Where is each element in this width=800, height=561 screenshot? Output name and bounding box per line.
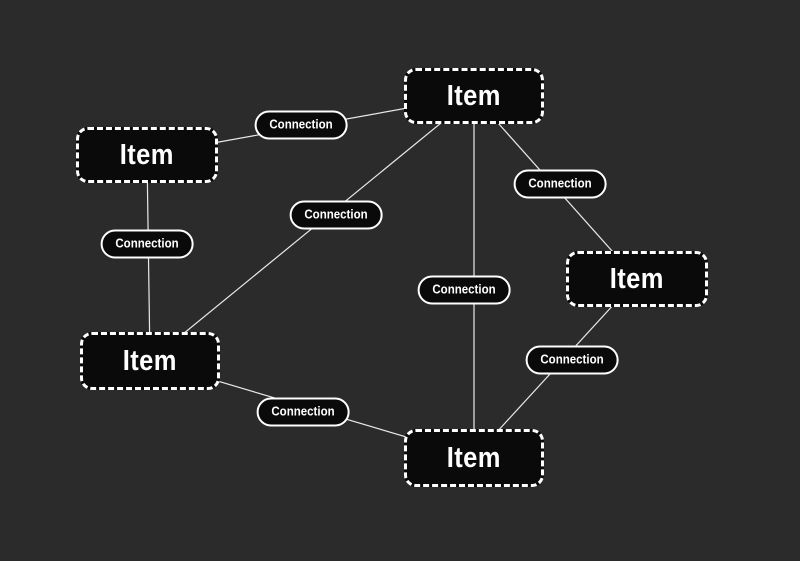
node-label: Item [446, 441, 502, 474]
node-label: Item [119, 138, 175, 171]
edge-label-leftlower-bottom: Connection [256, 397, 350, 427]
edge-label-top-right: Connection [513, 169, 607, 199]
edge-label-text: Connection [115, 236, 179, 251]
edge-label-text: Connection [271, 404, 335, 419]
edge-label-text: Connection [540, 352, 604, 367]
edge-label-top-leftlower: Connection [289, 200, 383, 230]
edge-label-text: Connection [304, 207, 368, 222]
node-label: Item [122, 344, 178, 377]
node-item-right[interactable]: Item [566, 251, 708, 307]
edge-label-text: Connection [269, 117, 333, 132]
edge-label-top-bottom: Connection [417, 275, 511, 305]
edge-label-text: Connection [432, 282, 496, 297]
node-item-left-upper[interactable]: Item [76, 127, 218, 183]
edge-label-leftupper-top: Connection [254, 110, 348, 140]
node-label: Item [446, 79, 502, 112]
node-item-top[interactable]: Item [404, 68, 544, 124]
edge-label-right-bottom: Connection [525, 345, 619, 375]
node-item-bottom[interactable]: Item [404, 429, 544, 487]
node-label: Item [609, 262, 665, 295]
node-item-left-lower[interactable]: Item [80, 332, 220, 390]
edge-label-text: Connection [528, 176, 592, 191]
edge-label-leftupper-leftlower: Connection [100, 229, 194, 259]
